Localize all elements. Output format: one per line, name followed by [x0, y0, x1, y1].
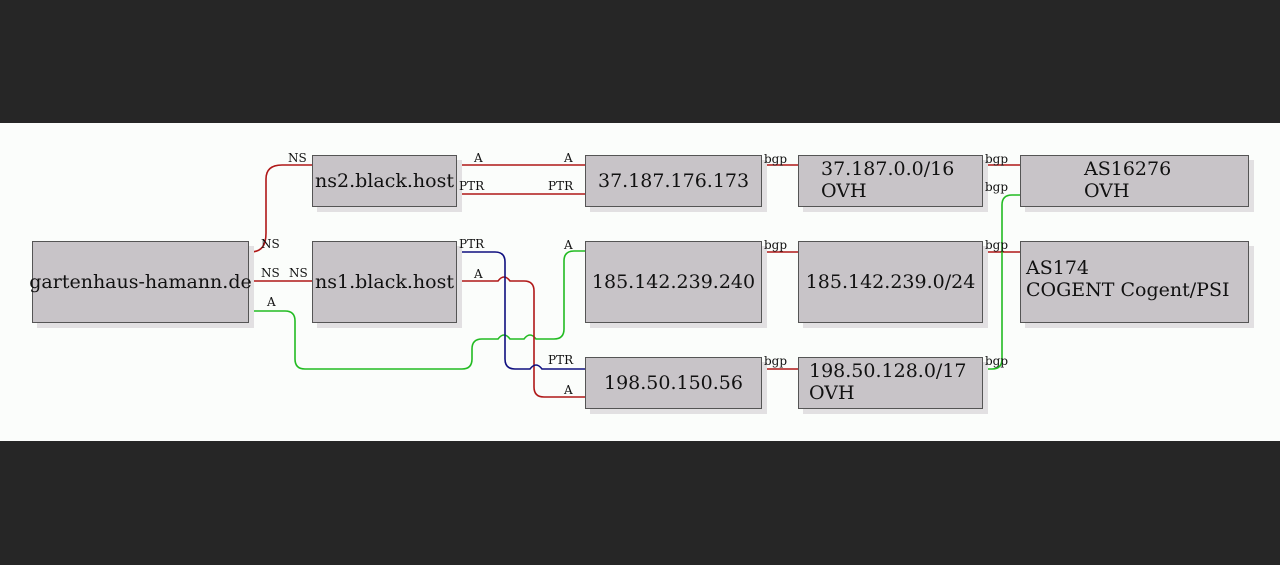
- dns-diagram: gartenhaus-hamann.de ns2.black.host ns1.…: [0, 123, 1280, 441]
- node-as16276-number: AS16276: [1084, 158, 1172, 180]
- label-bgp-ip185: bgp: [764, 238, 788, 252]
- label-ns-to-ns1: NS: [289, 266, 308, 280]
- node-ns2-label: ns2.black.host: [315, 170, 454, 192]
- node-ns1-label: ns1.black.host: [315, 271, 454, 293]
- node-ip-198-label: 198.50.150.56: [603, 372, 743, 394]
- edge-net198-as16276: [983, 194, 1020, 370]
- edge-ip198-ns1-ptr: [457, 251, 585, 370]
- label-bgp-net198: bgp: [985, 354, 1009, 368]
- label-ptr-from-ip198: PTR: [548, 353, 574, 367]
- node-domain-label: gartenhaus-hamann.de: [29, 271, 252, 293]
- edge-domain-ns2: [249, 164, 312, 253]
- node-net-198-org: OVH: [809, 382, 855, 404]
- label-ns-from-domain: NS: [261, 266, 280, 280]
- label-ptr-at-ns2: PTR: [459, 179, 485, 193]
- label-bgp-net37-b: bgp: [985, 180, 1009, 194]
- label-a-to-ip185: A: [564, 238, 573, 252]
- node-as16276-org: OVH: [1084, 180, 1130, 202]
- node-ip-198[interactable]: 198.50.150.56: [585, 357, 762, 409]
- label-a-from-ns2: A: [474, 151, 483, 165]
- node-ns1[interactable]: ns1.black.host: [312, 241, 457, 323]
- label-bgp-net37-a: bgp: [985, 152, 1009, 166]
- label-a-from-domain: A: [267, 295, 276, 309]
- label-bgp-ip37: bgp: [764, 152, 788, 166]
- node-as174-org: COGENT Cogent/PSI: [1026, 279, 1230, 301]
- label-ns-from-domain-top: NS: [261, 237, 280, 251]
- label-a-from-ns1: A: [474, 267, 483, 281]
- node-net-37-prefix: 37.187.0.0/16: [821, 158, 955, 180]
- node-net-198[interactable]: 198.50.128.0/17 OVH: [798, 357, 983, 409]
- node-net-198-prefix: 198.50.128.0/17: [809, 360, 967, 382]
- label-bgp-net185: bgp: [985, 238, 1009, 252]
- node-net-37[interactable]: 37.187.0.0/16 OVH: [798, 155, 983, 207]
- node-net-185-label: 185.142.239.0/24: [805, 271, 976, 293]
- node-domain[interactable]: gartenhaus-hamann.de: [29, 241, 252, 323]
- node-ip-185[interactable]: 185.142.239.240: [585, 241, 762, 323]
- label-bgp-ip198: bgp: [764, 354, 788, 368]
- label-ptr-from-ip37: PTR: [548, 179, 574, 193]
- edge-domain-ip185: [250, 250, 585, 370]
- label-a-to-ip198: A: [564, 383, 573, 397]
- node-ns2[interactable]: ns2.black.host: [312, 155, 457, 207]
- node-ip-37[interactable]: 37.187.176.173: [585, 155, 762, 207]
- label-a-to-ip37: A: [564, 151, 573, 165]
- label-ptr-at-ns1: PTR: [459, 237, 485, 251]
- edge-ns1-ip198-a: [457, 276, 585, 398]
- node-net-37-org: OVH: [821, 180, 867, 202]
- node-net-185[interactable]: 185.142.239.0/24: [798, 241, 983, 323]
- label-ns-to-ns2: NS: [288, 151, 307, 165]
- node-ip-185-label: 185.142.239.240: [591, 271, 756, 293]
- node-ip-37-label: 37.187.176.173: [598, 170, 750, 192]
- node-as174-number: AS174: [1026, 257, 1090, 279]
- node-as16276[interactable]: AS16276 OVH: [1020, 155, 1249, 207]
- edges-layer: [249, 164, 1020, 398]
- node-as174[interactable]: AS174 COGENT Cogent/PSI: [1020, 241, 1249, 323]
